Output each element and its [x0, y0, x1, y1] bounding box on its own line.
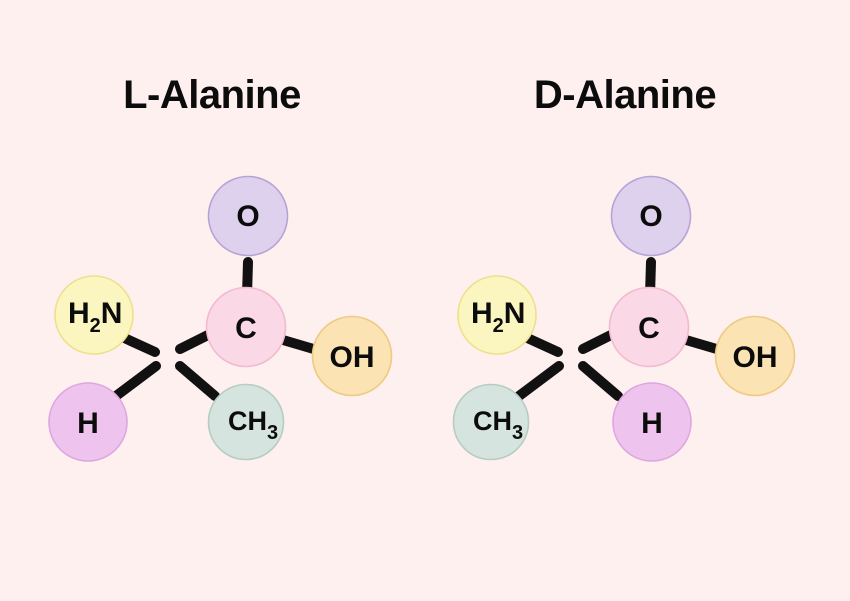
atom-label-base-o: O — [639, 200, 662, 233]
atom-label-h: H — [77, 407, 99, 440]
atom-label-h2n: H2N — [68, 297, 122, 337]
atom-label-c: C — [638, 312, 660, 345]
atom-oh[interactable]: OH — [714, 315, 796, 397]
atom-h2n[interactable]: H2N — [457, 275, 537, 355]
atom-label-tail-h2n: N — [101, 297, 123, 330]
atom-circle-o[interactable] — [207, 175, 289, 257]
atom-circle-c[interactable] — [608, 286, 690, 368]
atom-label-sub-h2n: 2 — [493, 315, 504, 337]
atom-label-oh: OH — [733, 341, 778, 374]
atom-label-base-c: C — [235, 312, 257, 345]
bond-vertex-ch3 — [175, 361, 220, 401]
atom-label-base-ch3: CH — [473, 406, 512, 436]
atom-circle-c[interactable] — [205, 286, 287, 368]
bond-vertex-ch3 — [514, 361, 564, 401]
bond-c-oh — [278, 335, 322, 355]
atom-label-o: O — [236, 200, 259, 233]
atom-circle-h2n[interactable] — [54, 275, 134, 355]
atom-label-o: O — [639, 200, 662, 233]
atom-c[interactable]: C — [205, 286, 287, 368]
atom-label-h2n: H2N — [471, 297, 525, 337]
atom-circle-h[interactable] — [612, 382, 692, 462]
atom-label-sub-h2n: 2 — [90, 315, 101, 337]
atom-label-sub-ch3: 3 — [512, 422, 523, 444]
atom-c[interactable]: C — [608, 286, 690, 368]
atom-label-tail-h2n: N — [504, 297, 526, 330]
atom-circle-h[interactable] — [48, 382, 128, 462]
atom-label-oh: OH — [330, 341, 375, 374]
atom-label-sub-ch3: 3 — [267, 422, 278, 444]
atom-circle-oh[interactable] — [311, 315, 393, 397]
bond-vertex-c — [578, 330, 616, 354]
atom-label-base-oh: OH — [330, 341, 375, 374]
bond-c-oh — [681, 335, 725, 355]
atom-oh[interactable]: OH — [311, 315, 393, 397]
atom-circle-o[interactable] — [610, 175, 692, 257]
atom-label-ch3: CH3 — [228, 406, 278, 444]
bond-vertex-h — [111, 361, 161, 401]
atom-label-h: H — [641, 407, 663, 440]
atom-label-base-oh: OH — [733, 341, 778, 374]
atom-label-base-c: C — [638, 312, 660, 345]
atom-h[interactable]: H — [612, 382, 692, 462]
atom-h2n[interactable]: H2N — [54, 275, 134, 355]
atom-ch3[interactable]: CH3 — [207, 383, 285, 461]
atom-circle-h2n[interactable] — [457, 275, 537, 355]
bond-vertex-h — [578, 361, 623, 401]
atom-label-c: C — [235, 312, 257, 345]
atom-label-base-h2n: H — [471, 297, 493, 330]
atom-label-base-h2n: H — [68, 297, 90, 330]
bond-vertex-c — [175, 330, 213, 354]
panel-title-right: D-Alanine — [534, 73, 716, 117]
atom-label-base-h: H — [77, 407, 99, 440]
atom-label-base-ch3: CH — [228, 406, 267, 436]
atom-label-base-h: H — [641, 407, 663, 440]
atom-ch3[interactable]: CH3 — [452, 383, 530, 461]
atom-circle-ch3[interactable] — [452, 383, 530, 461]
atom-circle-oh[interactable] — [714, 315, 796, 397]
atom-h[interactable]: H — [48, 382, 128, 462]
atom-circle-ch3[interactable] — [207, 383, 285, 461]
atom-label-ch3: CH3 — [473, 406, 523, 444]
atom-o[interactable]: O — [610, 175, 692, 257]
atom-label-base-o: O — [236, 200, 259, 233]
panel-title-left: L-Alanine — [123, 73, 301, 117]
atom-o[interactable]: O — [207, 175, 289, 257]
